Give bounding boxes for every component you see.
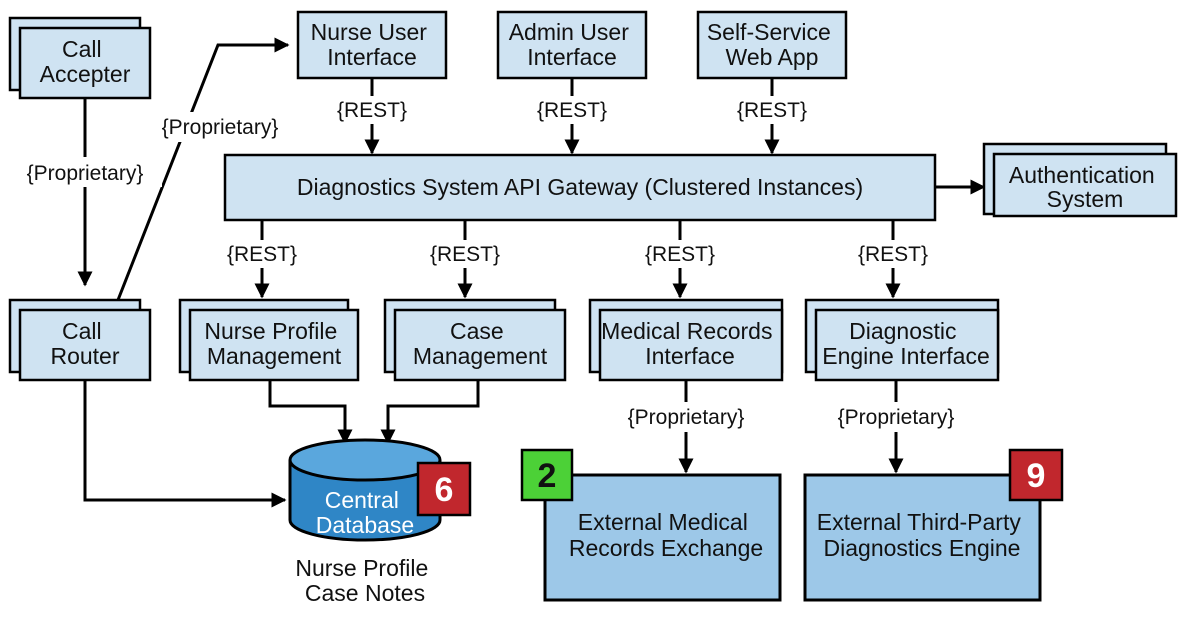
- badge-ext-medical: 2: [520, 448, 574, 502]
- ext-diag-line1: External Third-Party: [817, 509, 1022, 535]
- svg-text:Call Router: Call Router: [50, 318, 119, 369]
- badge-ext-diag-value: 9: [1027, 457, 1046, 495]
- ext-diag-line2: Diagnostics Engine: [824, 535, 1021, 561]
- svg-text:Nurse User Interface: Nurse User Interface: [311, 19, 434, 70]
- svg-text:Central Database: Central Database: [316, 487, 414, 538]
- node-auth-system: Authentication System: [982, 142, 1178, 218]
- self-service-line1: Self-Service: [707, 19, 831, 45]
- label-rest-case-mgmt: {REST}: [430, 243, 500, 266]
- medical-records-line2: Interface: [645, 343, 735, 369]
- label-rest-admin-ui: {REST}: [537, 99, 607, 122]
- call-accepter-line1: Call: [62, 36, 102, 62]
- db-caption-line1: Nurse Profile: [295, 555, 428, 581]
- medical-records-line1: Medical Records: [601, 318, 772, 344]
- node-external-medical-records: External Medical Records Exchange: [543, 473, 782, 602]
- node-self-service-web-app: Self-Service Web App: [696, 10, 848, 80]
- call-router-line1: Call: [62, 318, 102, 344]
- ext-medical-line1: External Medical: [578, 509, 748, 535]
- label-rest-self-service: {REST}: [737, 99, 807, 122]
- svg-text:Diagnostic Engine Interf: Diagnostic Engine Interface: [822, 318, 990, 369]
- label-proprietary-medical-records: {Proprietary}: [628, 406, 745, 429]
- nurse-profile-line1: Nurse Profile: [204, 318, 337, 344]
- admin-ui-line2: Interface: [527, 44, 617, 70]
- diag-engine-line1: Diagnostic: [849, 318, 956, 344]
- node-case-mgmt: Case Management: [383, 298, 567, 382]
- nurse-profile-line2: Management: [207, 343, 342, 369]
- central-database-line1: Central: [325, 487, 399, 513]
- db-caption-line2: Case Notes: [305, 580, 425, 606]
- label-proprietary-router-nurse-ui: {Proprietary}: [162, 116, 279, 139]
- label-rest-diag-engine: {REST}: [858, 243, 928, 266]
- badge-db: 6: [416, 461, 472, 517]
- diag-engine-line2: Engine Interface: [822, 343, 990, 369]
- svg-text:Call Accepter: Call Accepter: [40, 36, 131, 87]
- central-database-line2: Database: [316, 512, 414, 538]
- svg-text:Admin User Interface: Admin User Interface: [509, 19, 636, 70]
- nurse-ui-line1: Nurse User: [311, 19, 428, 45]
- case-mgmt-line2: Management: [413, 343, 548, 369]
- label-proprietary-accepter-router: {Proprietary}: [27, 162, 144, 185]
- svg-text:Medical Records Interfac: Medical Records Interface: [601, 318, 779, 369]
- node-call-router: Call Router: [8, 298, 152, 382]
- node-nurse-profile-mgmt: Nurse Profile Management: [178, 298, 360, 382]
- call-accepter-line2: Accepter: [40, 61, 131, 87]
- api-gateway-label: Diagnostics System API Gateway (Clustere…: [297, 174, 863, 200]
- svg-text:Case Management: Case Management: [413, 318, 548, 369]
- nurse-ui-line2: Interface: [327, 44, 417, 70]
- svg-text:Authentication System: Authentication System: [1009, 162, 1161, 212]
- label-proprietary-diag-engine: {Proprietary}: [838, 406, 955, 429]
- node-medical-records-interface: Medical Records Interface: [588, 298, 784, 382]
- central-database: Central Database: [288, 438, 442, 542]
- self-service-line2: Web App: [726, 44, 819, 70]
- auth-system-line1: Authentication: [1009, 162, 1155, 188]
- svg-text:Nurse Profile Management: Nurse Profile Management: [204, 318, 343, 369]
- label-rest-nurse-ui: {REST}: [337, 99, 407, 122]
- node-api-gateway: Diagnostics System API Gateway (Clustere…: [223, 153, 937, 222]
- node-diagnostic-engine-interface: Diagnostic Engine Interface: [804, 298, 1000, 382]
- node-call-accepter: Call Accepter: [8, 16, 152, 100]
- label-rest-nurse-profile: {REST}: [227, 243, 297, 266]
- badge-db-value: 6: [435, 471, 454, 509]
- admin-ui-line1: Admin User: [509, 19, 629, 45]
- svg-text:External Third-Party Dia: External Third-Party Diagnostics Engine: [817, 509, 1027, 561]
- auth-system-line2: System: [1047, 186, 1124, 212]
- svg-text:Self-Service Web App: Self-Service Web App: [707, 19, 837, 70]
- ext-medical-line2: Records Exchange: [569, 535, 763, 561]
- connector-lines: [77, 37, 986, 508]
- badge-ext-diag: 9: [1008, 448, 1064, 502]
- node-external-diagnostics-engine: External Third-Party Diagnostics Engine: [803, 473, 1042, 602]
- badge-ext-medical-value: 2: [538, 457, 557, 495]
- node-nurse-ui: Nurse User Interface: [296, 10, 448, 80]
- call-router-line2: Router: [50, 343, 119, 369]
- svg-text:External Medical Records: External Medical Records Exchange: [569, 509, 763, 561]
- node-admin-ui: Admin User Interface: [496, 10, 648, 80]
- label-rest-medical-records: {REST}: [645, 243, 715, 266]
- case-mgmt-line1: Case: [450, 318, 504, 344]
- database-caption: Nurse Profile Case Notes: [295, 555, 434, 606]
